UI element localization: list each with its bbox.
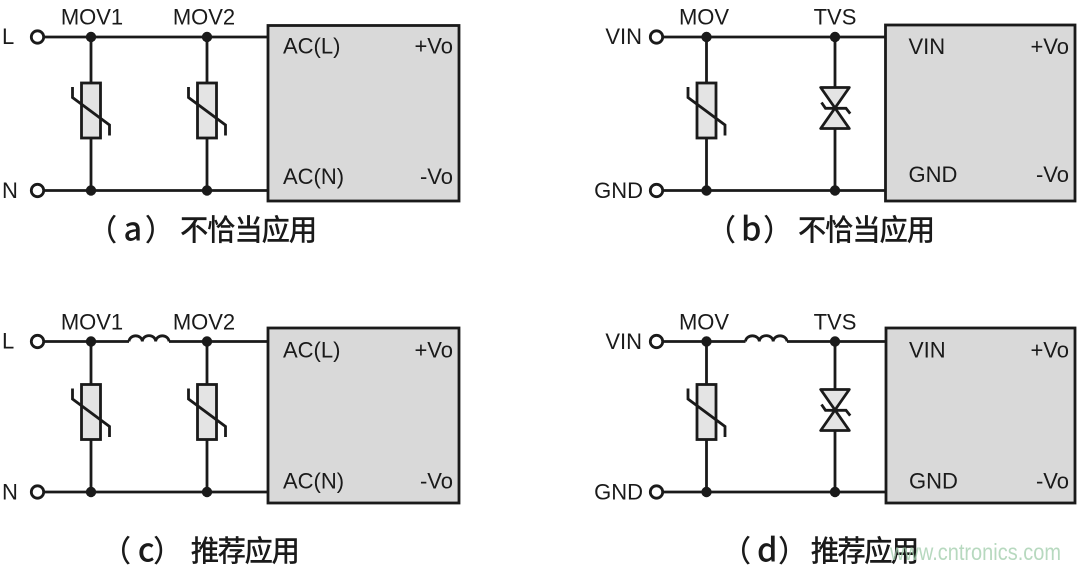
svg-text:VIN: VIN	[909, 338, 946, 363]
svg-text:MOV2: MOV2	[173, 5, 235, 30]
svg-text:N: N	[2, 178, 18, 203]
svg-text:N: N	[2, 480, 18, 505]
svg-text:-Vo: -Vo	[1036, 469, 1069, 494]
svg-text:GND: GND	[594, 178, 643, 203]
svg-text:MOV1: MOV1	[61, 310, 123, 335]
svg-text:-Vo: -Vo	[420, 164, 453, 189]
svg-text:+Vo: +Vo	[414, 34, 453, 59]
svg-text:L: L	[2, 329, 14, 354]
svg-text:AC(L): AC(L)	[283, 34, 340, 59]
svg-text:AC(N): AC(N)	[283, 469, 344, 494]
svg-text:TVS: TVS	[814, 310, 857, 335]
svg-text:AC(N): AC(N)	[283, 164, 344, 189]
svg-text:GND: GND	[909, 469, 958, 494]
svg-text:+Vo: +Vo	[414, 338, 453, 363]
svg-text:GND: GND	[909, 162, 958, 187]
svg-text:+Vo: +Vo	[1030, 34, 1069, 59]
svg-text:VIN: VIN	[605, 24, 642, 49]
svg-text:GND: GND	[594, 480, 643, 505]
svg-text:VIN: VIN	[909, 34, 946, 59]
svg-text:AC(L): AC(L)	[283, 338, 340, 363]
svg-text:+Vo: +Vo	[1030, 338, 1069, 363]
svg-text:www.cntronics.com: www.cntronics.com	[889, 539, 1061, 565]
svg-text:MOV1: MOV1	[61, 5, 123, 30]
svg-text:-Vo: -Vo	[420, 469, 453, 494]
svg-text:-Vo: -Vo	[1036, 162, 1069, 187]
svg-text:MOV: MOV	[679, 310, 729, 335]
svg-text:MOV: MOV	[679, 5, 729, 30]
svg-text:L: L	[2, 24, 14, 49]
svg-text:MOV2: MOV2	[173, 310, 235, 335]
svg-text:VIN: VIN	[605, 329, 642, 354]
svg-text:TVS: TVS	[814, 5, 857, 30]
